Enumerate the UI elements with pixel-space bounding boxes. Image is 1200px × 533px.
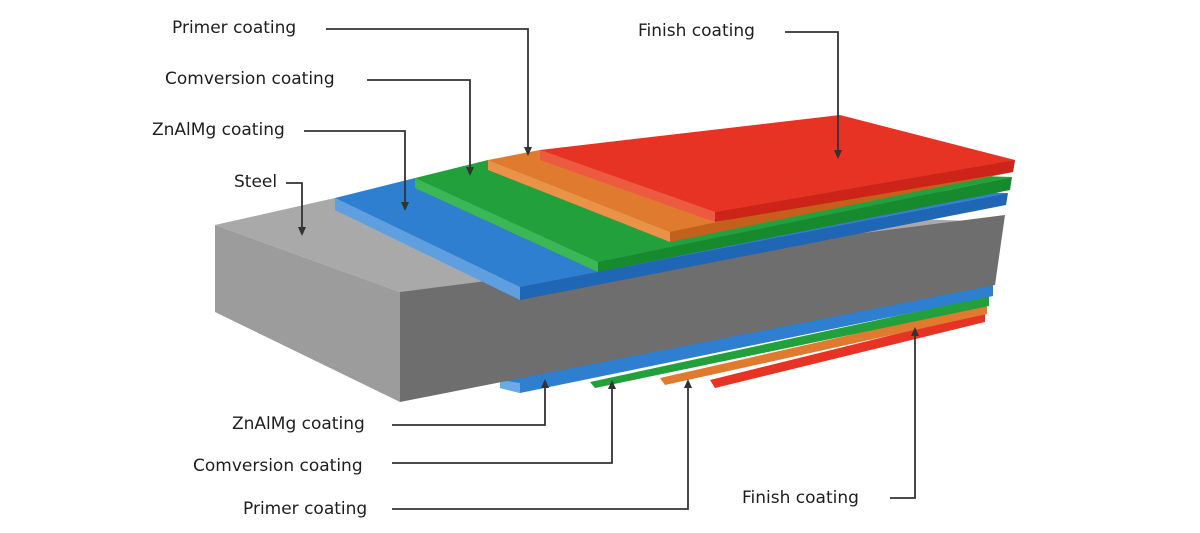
bottom-primer-layer <box>660 304 987 385</box>
label-bottom-finish-coating: Finish coating <box>742 488 859 508</box>
leader-bottom-conversion <box>392 380 616 464</box>
leader-top-conversion <box>367 79 474 176</box>
label-bottom-znalmg-coating: ZnAlMg coating <box>232 414 365 434</box>
steel-front-face <box>215 225 400 402</box>
leader-lines <box>286 28 919 510</box>
label-top-znalmg-coating: ZnAlMg coating <box>152 120 285 140</box>
top-finish-layer <box>540 115 1015 222</box>
label-bottom-primer-coating: Primer coating <box>243 499 368 519</box>
label-top-steel: Steel <box>234 172 278 192</box>
leader-top-znalmg <box>304 130 409 211</box>
bottom-znalmg-layer <box>500 282 993 393</box>
label-top-conversion-coating: Comversion coating <box>165 69 335 89</box>
label-bottom-conversion-coating: Comversion coating <box>193 456 363 476</box>
leader-top-finish <box>785 31 842 159</box>
leader-top-primer <box>326 28 532 156</box>
leader-top-steel <box>286 182 306 236</box>
label-top-primer-coating: Primer coating <box>172 18 297 38</box>
bottom-conversion-layer <box>590 296 989 388</box>
leader-bottom-primer <box>392 379 692 510</box>
leader-bottom-znalmg <box>392 379 549 426</box>
steel-side-face <box>400 215 1005 402</box>
label-top-finish-coating: Finish coating <box>638 21 755 41</box>
leader-bottom-finish <box>890 327 919 499</box>
bottom-znalmg-layer-light <box>500 380 520 393</box>
